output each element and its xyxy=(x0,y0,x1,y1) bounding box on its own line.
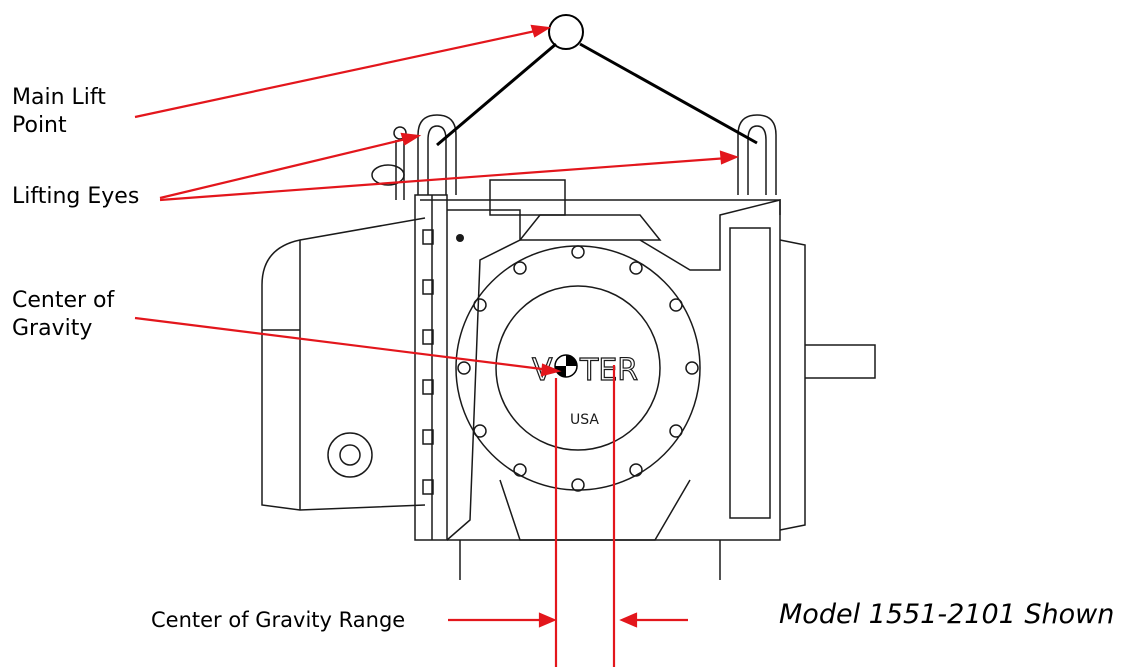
center-of-gravity-label-line2: Gravity xyxy=(12,316,93,341)
lifting-eyes-label: Lifting Eyes xyxy=(12,184,140,209)
callouts xyxy=(134,24,740,667)
model-caption: Model 1551-2101 Shown xyxy=(779,599,1115,630)
main-body xyxy=(446,209,521,541)
side-bolts xyxy=(422,229,434,495)
base-feet xyxy=(499,479,691,541)
center-of-gravity-label: Center of Gravity xyxy=(12,287,114,343)
valve-stem xyxy=(395,140,405,200)
motor-housing xyxy=(261,217,426,511)
cog-range-label: Center of Gravity Range xyxy=(151,608,406,632)
main-lift-point-label-line1: Main Lift xyxy=(12,85,106,110)
terminal-box xyxy=(779,239,806,531)
center-of-gravity-label-line1: Center of xyxy=(12,288,115,313)
main-lift-point-label-line2: Point xyxy=(12,113,67,138)
flange-bolts xyxy=(457,245,699,492)
center-of-gravity-symbol xyxy=(554,354,578,378)
top-cover xyxy=(489,179,566,216)
origin-text: USA xyxy=(570,412,599,428)
left-flange xyxy=(414,194,448,541)
brand-right: TER xyxy=(579,353,638,388)
drain-plug xyxy=(327,432,373,478)
discharge-flange xyxy=(455,245,701,491)
main-lift-point-label: Main Lift Point xyxy=(12,84,106,140)
lifting-eye-right xyxy=(737,114,777,195)
main-lift-point-ring xyxy=(548,14,584,50)
lifting-eye-left xyxy=(417,114,457,195)
sling xyxy=(436,14,758,147)
